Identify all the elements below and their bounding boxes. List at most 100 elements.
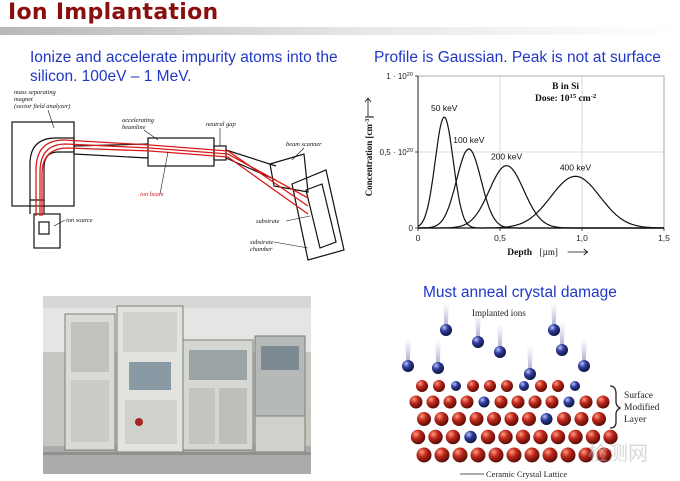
lattice-atom: [579, 395, 593, 409]
accelerating-label-1: accelerating: [122, 117, 155, 124]
lattice-atom: [480, 429, 496, 445]
y-axis-arrow: [364, 97, 372, 116]
embedded-ion: [464, 430, 477, 444]
series-line: [417, 116, 664, 229]
embedded-ion: [540, 413, 553, 425]
lattice-atom: [533, 429, 548, 445]
ion-trail: [551, 302, 557, 330]
chamber-label-1: substrate: [250, 239, 274, 246]
lattice-atom: [522, 412, 536, 426]
embedded-ion: [570, 381, 580, 391]
lattice-atom: [560, 447, 576, 463]
embedded-ion: [478, 396, 490, 408]
lattice-atom: [410, 429, 426, 445]
embedded-ion: [563, 396, 575, 408]
lattice-atom: [409, 395, 423, 409]
chart-annotation: Dose: 1015 cm-2: [535, 93, 597, 105]
x-axis-arrow: [567, 248, 589, 256]
lattice-atom: [469, 412, 484, 426]
lattice-atom: [443, 395, 457, 409]
substrate-label: substrate: [256, 218, 280, 225]
chart-series: [417, 116, 664, 229]
lattice-atom: [434, 447, 450, 463]
magnet-label-3: (sector field analyzer): [14, 103, 70, 110]
substrate-chamber: [291, 169, 345, 261]
ion-trail: [443, 302, 449, 330]
series-label: 400 keV: [560, 162, 592, 172]
lattice-atom: [433, 380, 445, 392]
chart-annotation: B in Si: [552, 82, 579, 92]
lattice-atom: [452, 412, 466, 426]
lattice-atom: [603, 429, 618, 445]
ion-source-core: [38, 221, 50, 235]
series-label: 200 keV: [491, 152, 523, 162]
ion-trails: [405, 302, 587, 374]
lattice-atom: [470, 447, 486, 463]
accelerating-label-2: beamline: [122, 124, 146, 131]
lattice-atom: [487, 412, 501, 426]
layer-label-2: Modified: [624, 402, 660, 413]
y-tick-label: 0,5 · 1020: [380, 148, 413, 157]
y-axis-label: Concentration [cm-3]: [364, 116, 375, 196]
lattice-atom: [596, 395, 610, 409]
lattice-atom: [574, 412, 589, 426]
incoming-ion: [524, 368, 536, 380]
incoming-ion: [494, 346, 506, 358]
lattice-atom: [506, 447, 522, 463]
magnet-pole: [29, 137, 75, 201]
incoming-ion: [548, 324, 560, 336]
ion-beam-label: ion beam: [140, 191, 164, 198]
lattice-atom: [528, 395, 542, 409]
ion-trail: [527, 346, 533, 374]
lattice-atom: [452, 447, 468, 463]
lattice-atom: [542, 447, 558, 463]
incoming-ion: [440, 324, 452, 336]
chart-grid: [418, 76, 664, 228]
y-tick-label: 1 · 1020: [386, 72, 413, 81]
series-line: [418, 165, 664, 229]
lattice-atom: [515, 429, 531, 445]
ion-trail: [435, 340, 441, 368]
lattice-atom: [428, 429, 443, 445]
layer-label-1: Surface: [624, 390, 653, 401]
implanted-ions-label: Implanted ions: [472, 308, 526, 318]
ion-trail: [559, 322, 565, 350]
slide-title: Ion Implantation: [8, 0, 219, 25]
beam-scanner: [269, 153, 309, 193]
y-tick-label: 0: [409, 224, 414, 233]
lattice-atom: [568, 429, 583, 445]
series-label: 100 keV: [453, 135, 485, 145]
incoming-ion: [556, 344, 568, 356]
incoming-ion: [472, 336, 484, 348]
lattice-atom: [467, 380, 479, 392]
ion-trail: [475, 314, 481, 342]
title-underline: [0, 27, 680, 35]
x-tick-label: 1,5: [658, 233, 670, 243]
embedded-ion: [451, 381, 461, 391]
ion-trail: [497, 324, 503, 352]
lattice-atom: [524, 447, 540, 463]
incoming-ion: [432, 362, 444, 374]
series-line: [418, 148, 664, 229]
layer-brace: [609, 385, 622, 429]
lattice-atom: [501, 380, 513, 392]
lattice-atom: [545, 395, 559, 409]
incoming-ion: [402, 360, 414, 372]
lattice-atom: [426, 395, 440, 409]
lattice-atom: [484, 380, 496, 392]
lattice-label: Ceramic Crystal Lattice: [486, 469, 567, 479]
series-line: [418, 175, 664, 229]
lattice-atom: [578, 447, 594, 463]
neutral-gap-label: neutral gap: [206, 121, 236, 128]
lattice-atoms: [409, 380, 618, 463]
beam-scanner-label: beam scanner: [286, 141, 322, 148]
implanter-schematic: mass separating magnet (sector field ana…: [11, 89, 345, 261]
lattice-atom: [416, 380, 428, 392]
lattice-atom: [504, 412, 519, 426]
x-axis-label: Depth: [507, 248, 533, 258]
lattice-atom: [416, 447, 432, 463]
x-axis-unit: [µm]: [540, 247, 558, 257]
lattice-atom: [494, 395, 508, 409]
